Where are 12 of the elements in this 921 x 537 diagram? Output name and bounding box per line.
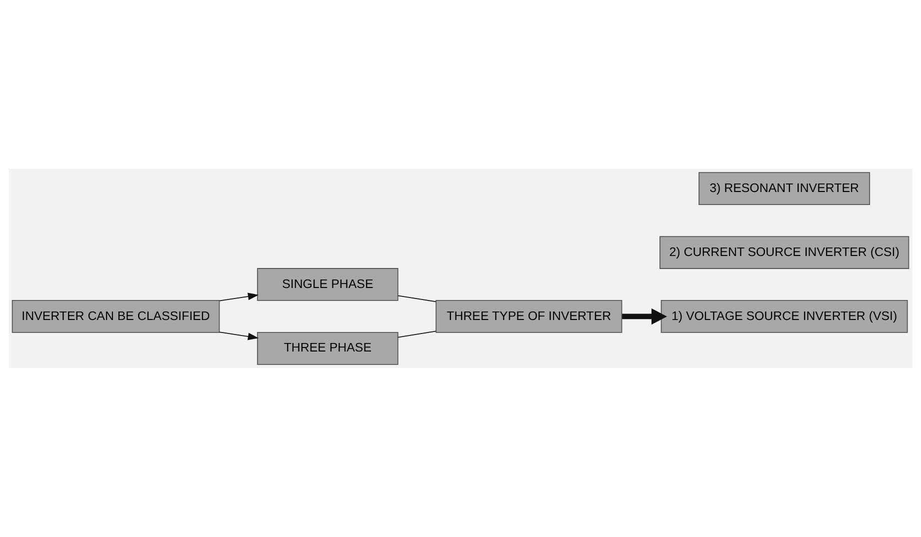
- node-box: 1) VOLTAGE SOURCE INVERTER (VSI): [660, 300, 908, 333]
- node-box: 3) RESONANT INVERTER: [698, 172, 870, 205]
- node-box: SINGLE PHASE: [257, 268, 398, 301]
- connector: [398, 295, 436, 302]
- arrow: [622, 308, 667, 325]
- node-box: 2) CURRENT SOURCE INVERTER (CSI): [660, 236, 910, 269]
- arrow: [219, 332, 259, 340]
- arrow: [219, 292, 259, 302]
- node-box: THREE PHASE: [257, 332, 398, 365]
- connector: [398, 330, 436, 338]
- node-box: INVERTER CAN BE CLASSIFIED: [12, 300, 220, 333]
- node-box: THREE TYPE OF INVERTER: [436, 300, 622, 333]
